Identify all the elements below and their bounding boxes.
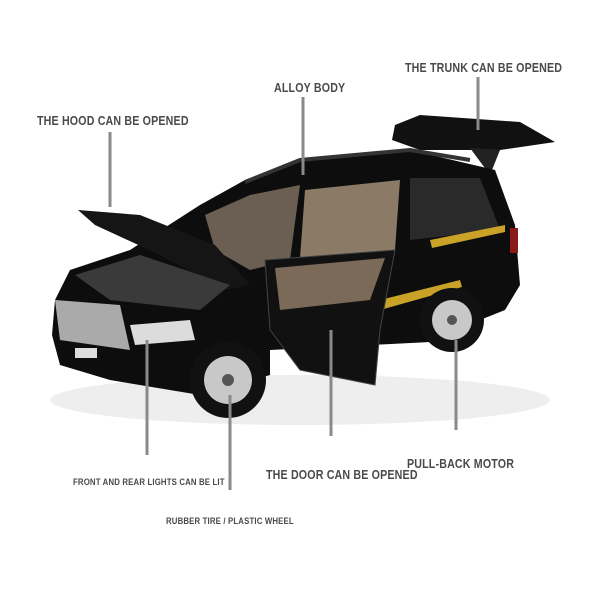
engine-bay — [75, 255, 230, 310]
front-grille — [55, 300, 130, 350]
label-lights: FRONT AND REAR LIGHTS CAN BE LIT — [73, 477, 225, 488]
label-hood: THE HOOD CAN BE OPENED — [37, 113, 189, 128]
label-door: THE DOOR CAN BE OPENED — [266, 467, 418, 482]
leader-lines — [108, 77, 480, 490]
label-motor: PULL-BACK MOTOR — [407, 456, 515, 471]
headlight — [130, 320, 195, 345]
front-wheel — [190, 342, 266, 418]
label-alloy-body: ALLOY BODY — [274, 80, 346, 95]
label-trunk: THE TRUNK CAN BE OPENED — [405, 60, 563, 75]
rear-wheel — [420, 288, 484, 352]
label-tire: RUBBER TIRE / PLASTIC WHEEL — [166, 516, 294, 527]
